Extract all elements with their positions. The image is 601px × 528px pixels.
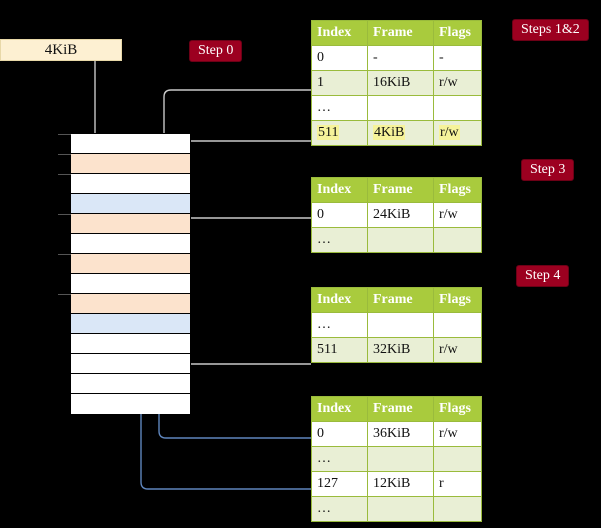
cell-flags: r/w xyxy=(433,202,482,228)
column-header-index: Index xyxy=(311,396,368,422)
cell-frame: 16KiB xyxy=(367,70,434,96)
cell-frame: 24KiB xyxy=(367,202,434,228)
cell-flags xyxy=(433,227,482,253)
wire-pt4-row0-to-memory xyxy=(152,326,311,439)
cell-frame xyxy=(367,95,434,121)
cell-index: … xyxy=(311,446,368,472)
memory-tick xyxy=(58,153,71,155)
memory-frame-row xyxy=(71,254,190,274)
cell-index: 0 xyxy=(311,421,368,447)
cell-flags: r/w xyxy=(433,120,482,146)
cell-flags xyxy=(433,496,482,522)
memory-frame-row xyxy=(71,374,190,394)
wire-pt2-row0-to-memory xyxy=(177,203,311,226)
cell-index: … xyxy=(311,496,368,522)
badge-steps-1-2: Steps 1&2 xyxy=(512,19,589,41)
highlighted-value: r/w xyxy=(439,125,460,140)
column-header-index: Index xyxy=(311,287,368,313)
column-header-frame: Frame xyxy=(367,177,434,203)
cell-flags xyxy=(433,312,482,338)
memory-frame-row xyxy=(71,234,190,254)
column-header-flags: Flags xyxy=(433,177,482,203)
cell-flags: r/w xyxy=(433,421,482,447)
cell-index: … xyxy=(311,227,368,253)
cell-index: 1 xyxy=(311,70,368,96)
cell-frame xyxy=(367,496,434,522)
cell-frame: 36KiB xyxy=(367,421,434,447)
table-row: … xyxy=(311,496,482,522)
cell-frame xyxy=(367,312,434,338)
memory-frame-row xyxy=(71,194,190,214)
cell-index: 511 xyxy=(311,120,368,146)
table-row: 0-- xyxy=(311,45,482,71)
cell-index: 0 xyxy=(311,202,368,228)
physical-memory-column xyxy=(70,133,191,414)
table-row: 511 4KiB r/w xyxy=(311,120,482,146)
cell-index: 511 xyxy=(311,337,368,363)
column-header-frame: Frame xyxy=(367,287,434,313)
column-header-index: Index xyxy=(311,177,368,203)
column-header-index: Index xyxy=(311,20,368,46)
cell-frame: 32KiB xyxy=(367,337,434,363)
wire-pt4-row127-to-memory xyxy=(134,205,311,490)
cell-frame xyxy=(367,446,434,472)
cell-frame: - xyxy=(367,45,434,71)
cell-frame: 4KiB xyxy=(367,120,434,146)
column-header-frame: Frame xyxy=(367,396,434,422)
wire-pt3-row511-to-memory xyxy=(177,289,311,365)
memory-tick xyxy=(58,213,71,215)
memory-frame-row xyxy=(71,294,190,314)
highlighted-value: 4KiB xyxy=(373,125,406,140)
memory-frame-row xyxy=(71,134,190,154)
badge-step-0: Step 0 xyxy=(189,40,243,62)
table-row: … xyxy=(311,446,482,472)
cell-index: … xyxy=(311,312,368,338)
frame-size-label: 4KiB xyxy=(0,39,122,61)
memory-frame-row xyxy=(71,154,190,174)
wire-pt1-row511-to-memory xyxy=(166,140,311,150)
cell-flags: - xyxy=(433,45,482,71)
cell-flags: r/w xyxy=(433,70,482,96)
cell-flags xyxy=(433,95,482,121)
wire-pt1-row1-to-memory xyxy=(163,89,311,251)
column-header-flags: Flags xyxy=(433,20,482,46)
column-header-flags: Flags xyxy=(433,287,482,313)
table-row: … xyxy=(311,312,482,338)
memory-tick xyxy=(58,133,71,135)
cell-index: … xyxy=(311,95,368,121)
memory-frame-row xyxy=(71,394,190,414)
cell-frame xyxy=(367,227,434,253)
highlighted-value: 511 xyxy=(317,125,340,140)
memory-frame-row xyxy=(71,354,190,374)
memory-tick xyxy=(58,253,71,255)
memory-frame-row xyxy=(71,334,190,354)
cell-index: 0 xyxy=(311,45,368,71)
column-header-frame: Frame xyxy=(367,20,434,46)
memory-frame-row xyxy=(71,274,190,294)
memory-tick xyxy=(58,293,71,295)
cell-frame: 12KiB xyxy=(367,471,434,497)
cell-flags xyxy=(433,446,482,472)
memory-tick xyxy=(58,173,71,175)
table-row: … xyxy=(311,227,482,253)
cell-index: 127 xyxy=(311,471,368,497)
cell-flags: r/w xyxy=(433,337,482,363)
cell-flags: r xyxy=(433,471,482,497)
column-header-flags: Flags xyxy=(433,396,482,422)
memory-frame-row xyxy=(71,314,190,334)
memory-frame-row xyxy=(71,214,190,234)
memory-frame-row xyxy=(71,174,190,194)
badge-step-4: Step 4 xyxy=(516,265,570,287)
table-row: … xyxy=(311,95,482,121)
badge-step-3: Step 3 xyxy=(521,159,575,181)
